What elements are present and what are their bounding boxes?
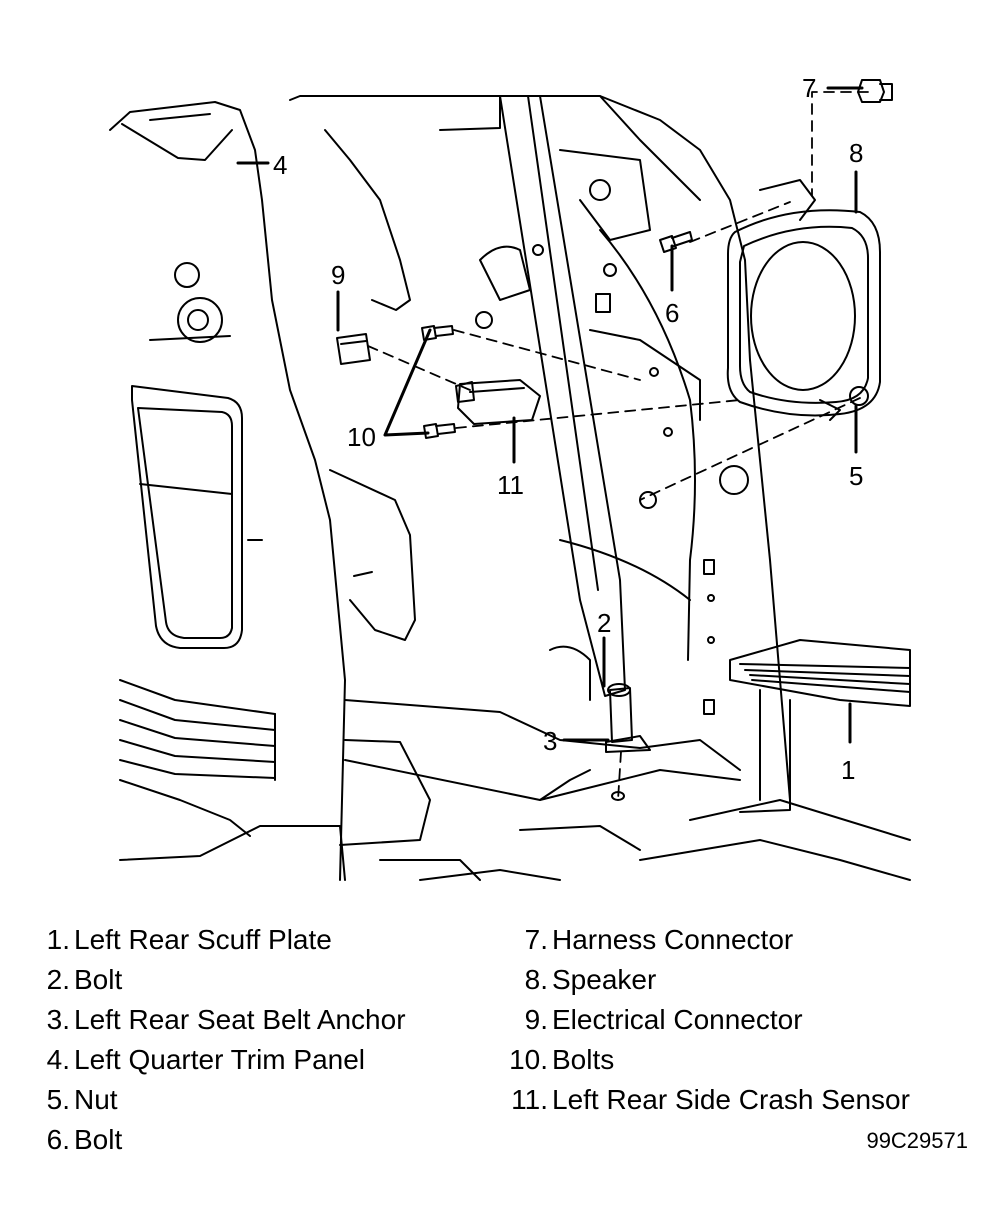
legend-item: 3.Left Rear Seat Belt Anchor: [34, 1000, 406, 1040]
legend-item: 7.Harness Connector: [496, 920, 910, 960]
legend-item: 2.Bolt: [34, 960, 406, 1000]
callout-5: 5: [849, 461, 863, 491]
legend-label: Bolt: [74, 964, 123, 995]
legend-number: 11.: [511, 1084, 548, 1115]
scuff-plate: [639, 639, 911, 881]
legend-item: 4.Left Quarter Trim Panel: [34, 1040, 406, 1080]
legend-item: 9.Electrical Connector: [496, 1000, 910, 1040]
legend-number: 1.: [46, 924, 70, 955]
legend-number: 8.: [524, 964, 548, 995]
legend-item: 5.Nut: [34, 1080, 406, 1120]
legend-item: 8.Speaker: [496, 960, 910, 1000]
speaker: [726, 179, 881, 421]
lower-ribbed-panel: [119, 679, 741, 881]
legend-label: Bolt: [74, 1124, 123, 1155]
legend-item: 1.Left Rear Scuff Plate: [34, 920, 406, 960]
legend-label: Nut: [74, 1084, 118, 1115]
legend-number: 5.: [46, 1084, 70, 1115]
callout-9: 9: [331, 260, 345, 290]
callout-10: 10: [347, 422, 376, 452]
exploded-view-diagram: 1 2 3 4 5 6 7 8 9 10 11: [109, 73, 911, 881]
legend-number: 9.: [524, 1004, 548, 1035]
callout-4: 4: [273, 150, 287, 180]
harness-connector: [857, 79, 893, 103]
legend-label: Left Quarter Trim Panel: [74, 1044, 366, 1075]
callout-11: 11: [497, 470, 524, 500]
callout-labels: 1 2 3 4 5 6 7 8 9 10 11: [273, 73, 863, 785]
speaker-bolt: [659, 231, 693, 253]
cargo-floor: [344, 759, 741, 881]
legend-label: Harness Connector: [552, 924, 794, 955]
legend-number: 3.: [46, 1004, 70, 1035]
legend-number: 6.: [46, 1124, 70, 1155]
speaker-nut: [849, 386, 869, 406]
seat-belt-anchor: [605, 683, 651, 801]
callout-8: 8: [849, 138, 863, 168]
callout-3: 3: [543, 726, 557, 756]
legend-number: 10.: [509, 1044, 548, 1075]
callout-2: 2: [597, 608, 611, 638]
electrical-connector: [336, 333, 371, 365]
callout-1: 1: [841, 755, 855, 785]
inner-quarter-panel: [475, 95, 791, 801]
legend-number: 4.: [46, 1044, 70, 1075]
legend-label: Speaker: [552, 964, 657, 995]
legend-column-right: 7.Harness Connector 8.Speaker 9.Electric…: [496, 920, 910, 1120]
legend-label: Bolts: [552, 1044, 615, 1075]
figure-id: 99C29571: [866, 1128, 968, 1153]
leader-lines: [236, 86, 864, 744]
assembly-dashed-lines: [367, 91, 869, 801]
legend-number: 2.: [46, 964, 70, 995]
parts-legend: 1.Left Rear Scuff Plate 2.Bolt 3.Left Re…: [0, 920, 1002, 1160]
seat-belt-webbing: [499, 95, 626, 697]
legend-label: Left Rear Side Crash Sensor: [552, 1084, 910, 1115]
callout-6: 6: [665, 298, 679, 328]
legend-item: 6.Bolt: [34, 1120, 406, 1160]
callout-7: 7: [802, 73, 816, 103]
legend-column-left: 1.Left Rear Scuff Plate 2.Bolt 3.Left Re…: [34, 920, 406, 1160]
legend-item: 11.Left Rear Side Crash Sensor: [496, 1080, 910, 1120]
legend-item: 10.Bolts: [496, 1040, 910, 1080]
legend-label: Left Rear Scuff Plate: [74, 924, 332, 955]
legend-label: Left Rear Seat Belt Anchor: [74, 1004, 406, 1035]
tail-lamp: [131, 385, 263, 649]
legend-number: 7.: [524, 924, 548, 955]
crash-sensor: [455, 379, 541, 425]
legend-label: Electrical Connector: [552, 1004, 803, 1035]
